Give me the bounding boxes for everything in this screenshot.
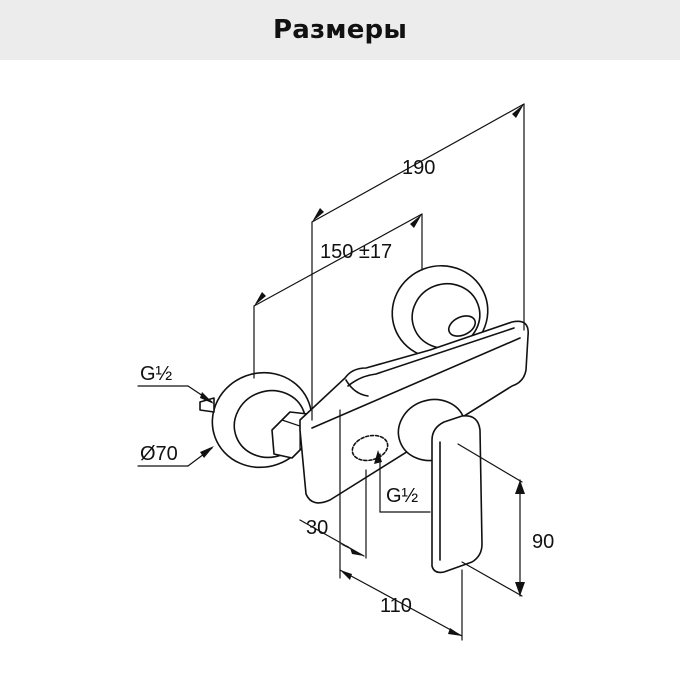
dim-flange-diameter: Ø70 [140,443,178,465]
dim-outlet-offset: 30 [306,517,328,539]
dimension-lines [137,103,525,641]
header-bar: Размеры [0,0,680,60]
page-title: Размеры [272,15,408,45]
dim-overall-width: 190 [402,157,435,179]
dim-handle-height: 90 [532,531,554,553]
dim-inlet-thread: G½ [140,363,173,385]
dim-outlet-projection: 110 [380,595,412,617]
outlet-hole [351,434,389,462]
dim-center-distance: 150 ±17 [320,241,392,263]
rear-connector [447,315,477,337]
faucet-illustration [199,264,529,574]
lever-handle [431,414,483,574]
dim-outlet-thread: G½ [386,485,419,507]
